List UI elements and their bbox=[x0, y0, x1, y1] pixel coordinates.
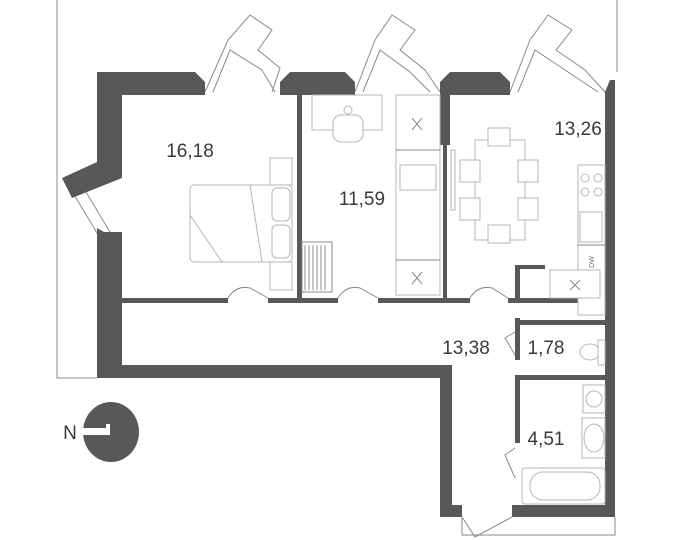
toilet bbox=[579, 339, 606, 366]
compass: N bbox=[63, 402, 139, 462]
desk bbox=[311, 94, 383, 143]
bathroom-fixtures bbox=[521, 384, 606, 505]
window-kitchen bbox=[509, 14, 606, 93]
area-corridor: 13,38 bbox=[442, 338, 490, 359]
radiator bbox=[301, 241, 333, 293]
site-outline bbox=[56, 0, 618, 379]
area-bathroom: 4,51 bbox=[528, 429, 565, 450]
bed bbox=[189, 157, 293, 291]
doors bbox=[227, 287, 516, 538]
area-study: 11,59 bbox=[339, 189, 385, 210]
windows bbox=[69, 14, 606, 239]
window-bedroom bbox=[204, 14, 281, 93]
compass-north-label: N bbox=[63, 423, 77, 444]
area-toilet: 1,78 bbox=[528, 338, 565, 359]
compass-icon bbox=[83, 402, 139, 462]
area-bedroom: 16,18 bbox=[166, 141, 214, 162]
dishwasher-label: DW bbox=[589, 256, 596, 268]
window-study bbox=[354, 14, 441, 93]
area-kitchen: 13,26 bbox=[554, 119, 602, 140]
wardrobe bbox=[395, 94, 441, 296]
kitchen-counter: DW bbox=[549, 164, 606, 316]
entry-outline bbox=[461, 517, 616, 536]
walls bbox=[62, 72, 615, 517]
dining-table bbox=[450, 127, 539, 244]
